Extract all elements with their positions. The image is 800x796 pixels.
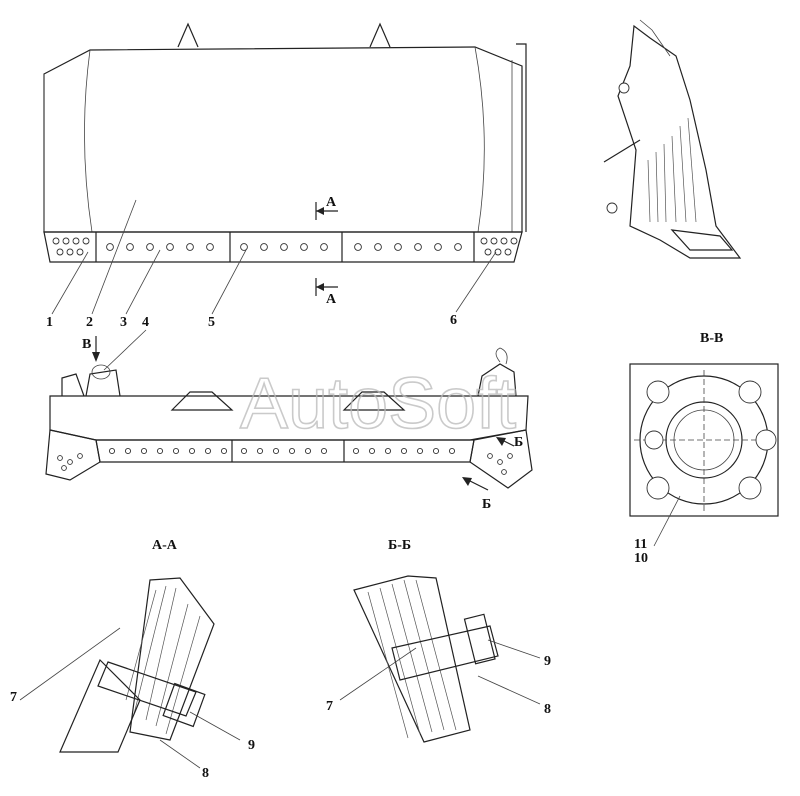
callout-7b: 7 xyxy=(326,699,333,714)
section-bb-detail xyxy=(339,575,541,743)
callout-3: 3 xyxy=(120,315,127,330)
callout-5: 5 xyxy=(208,315,215,330)
callout-6: 6 xyxy=(450,313,457,328)
front-leaders xyxy=(51,199,497,315)
callout-2: 2 xyxy=(86,315,93,330)
arrow-label-a-bottom: А xyxy=(326,292,337,307)
callout-9b: 9 xyxy=(544,654,551,669)
callout-10: 10 xyxy=(634,551,648,566)
plan-bolt-holes xyxy=(57,447,513,475)
front-end-bits xyxy=(52,237,518,256)
callout-4: 4 xyxy=(142,315,149,330)
front-bolt-holes xyxy=(106,243,462,251)
section-title-aa: А-А xyxy=(152,538,178,553)
arrow-label-b-1: Б xyxy=(514,435,523,450)
front-view: А А 1 2 3 4 5 6 xyxy=(43,22,527,330)
section-a-markers: А А xyxy=(315,195,338,307)
callout-8b: 8 xyxy=(544,702,551,717)
callout-8a: 8 xyxy=(202,766,209,781)
section-aa-detail xyxy=(19,577,241,769)
section-vv-flange xyxy=(629,363,779,547)
watermark-text: AutoSoft xyxy=(240,364,516,444)
arrow-label-a-top: А xyxy=(326,195,337,210)
section-title-bb: Б-Б xyxy=(388,538,411,553)
section-title-vv: В-В xyxy=(700,331,723,346)
plan-view: В Б Б xyxy=(45,329,533,512)
arrow-label-v: В xyxy=(82,337,91,352)
callout-7a: 7 xyxy=(10,690,17,705)
callout-11: 11 xyxy=(634,537,647,552)
arrow-label-b-2: Б xyxy=(482,497,491,512)
side-view xyxy=(603,19,742,259)
callout-9a: 9 xyxy=(248,738,255,753)
callout-1: 1 xyxy=(46,315,53,330)
